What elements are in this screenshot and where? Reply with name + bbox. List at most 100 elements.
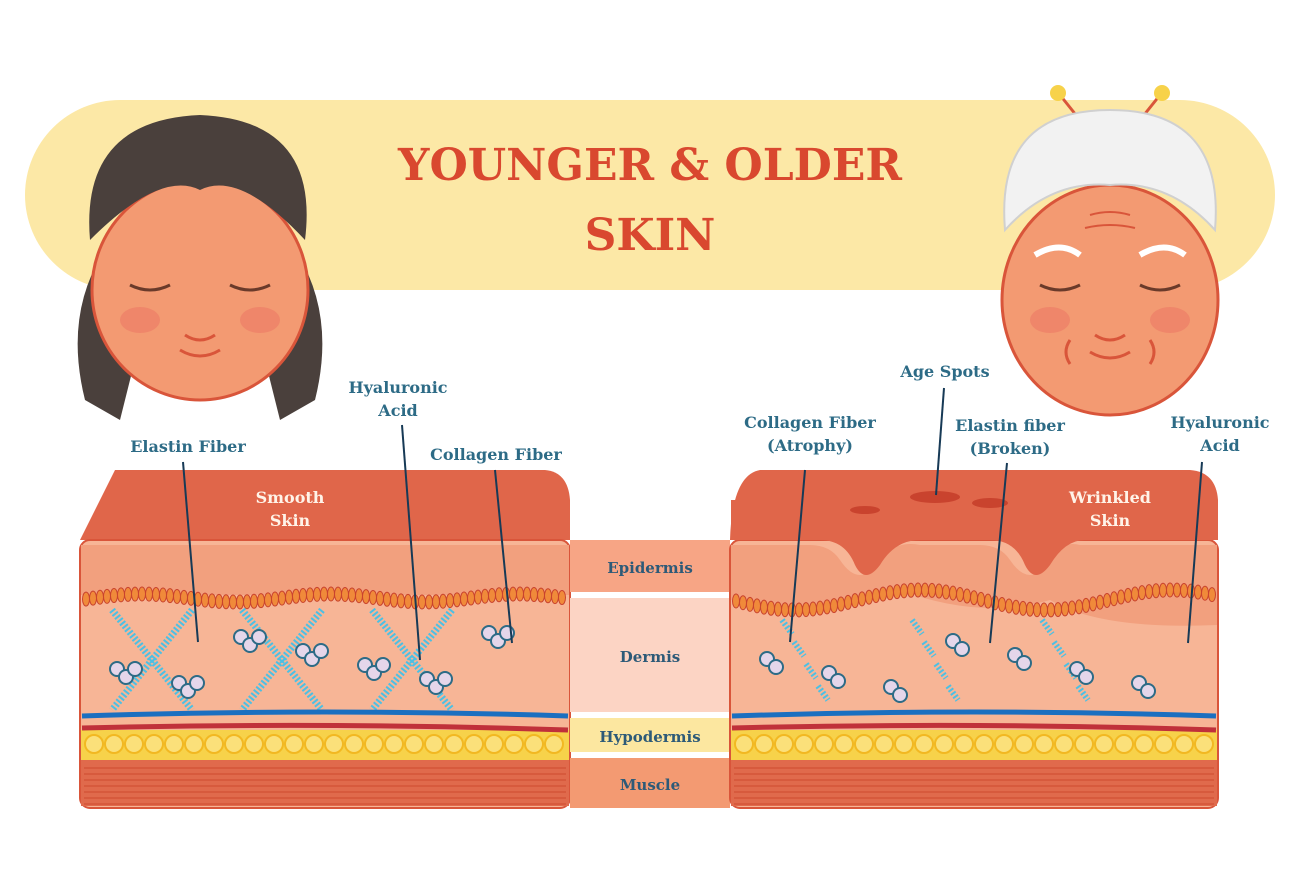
basal-cell	[320, 586, 328, 602]
fat-cell	[144, 734, 164, 754]
basal-cell	[446, 593, 454, 609]
basal-cell	[159, 587, 167, 603]
basal-cell	[1117, 589, 1125, 605]
fat-cell	[324, 734, 344, 754]
callout-collagen-fiber: Collagen Fiber	[430, 445, 562, 464]
basal-cell	[152, 586, 160, 602]
basal-cell	[956, 586, 964, 602]
basal-cell	[879, 586, 887, 602]
basal-cell	[1019, 600, 1027, 616]
basal-cell	[830, 598, 838, 614]
blood-vessel-artery	[81, 722, 569, 733]
basal-cell	[998, 597, 1006, 613]
elastin-fiber	[239, 607, 325, 713]
fat-cell	[284, 734, 304, 754]
hyaluronic-acid-molecule	[437, 671, 453, 687]
basal-cell	[872, 588, 880, 604]
basal-cell	[1005, 598, 1013, 614]
fat-cell	[1074, 734, 1094, 754]
basal-cell	[893, 584, 901, 600]
basal-cell	[760, 599, 768, 615]
basal-cell	[278, 590, 286, 606]
basal-cell	[984, 593, 992, 609]
basal-cell	[935, 583, 943, 599]
basal-cell	[774, 601, 782, 617]
fat-cell	[1034, 734, 1054, 754]
basal-cell	[250, 593, 258, 609]
basal-cell	[942, 584, 950, 600]
fat-cell	[104, 734, 124, 754]
callout-elastin-broken-1: Elastin fiber	[955, 416, 1065, 435]
basal-cell	[243, 594, 251, 610]
hyaluronic-acid-molecule	[954, 641, 970, 657]
fat-cell	[484, 734, 504, 754]
basal-cell	[921, 582, 929, 598]
basal-cell	[208, 593, 216, 609]
basal-cell	[544, 588, 552, 604]
broken-elastin-fiber	[791, 640, 807, 658]
fat-cell	[364, 734, 384, 754]
fat-cell	[1194, 734, 1214, 754]
blood-vessel-artery	[731, 722, 1217, 733]
basal-cell	[1173, 582, 1181, 598]
basal-cell	[418, 594, 426, 610]
layer-muscle: Muscle	[620, 776, 680, 794]
basal-cell	[488, 587, 496, 603]
fat-cell	[424, 734, 444, 754]
basal-cell	[1075, 599, 1083, 615]
layer-epidermis: Epidermis	[607, 559, 693, 577]
basal-cell	[495, 587, 503, 603]
hyaluronic-acid-molecule	[768, 659, 784, 675]
fat-cell	[404, 734, 424, 754]
basal-cell	[977, 591, 985, 607]
elastin-fiber	[369, 607, 455, 713]
layer-dermis: Dermis	[620, 648, 680, 666]
fat-cell	[854, 734, 874, 754]
basal-cell	[460, 591, 468, 607]
fat-cell	[304, 734, 324, 754]
callout-collagen-atrophy-2: (Atrophy)	[767, 436, 853, 455]
basal-cell	[425, 594, 433, 610]
fat-cell	[894, 734, 914, 754]
basal-cell	[1054, 602, 1062, 618]
basal-cell	[1068, 600, 1076, 616]
fat-cell	[344, 734, 364, 754]
callout-hyaluronic-acid-2: Acid	[377, 401, 417, 420]
wrinkled-skin-label-1: Wrinkled	[1068, 488, 1151, 507]
broken-elastin-fiber	[803, 662, 819, 680]
basal-cell	[327, 586, 335, 602]
basal-cell	[131, 586, 139, 602]
fat-cell	[464, 734, 484, 754]
basal-cell	[103, 588, 111, 604]
fat-cell	[814, 734, 834, 754]
smooth-skin-label-1: Smooth	[256, 488, 325, 507]
basal-cell	[1166, 582, 1174, 598]
basal-cell	[1152, 583, 1160, 599]
blood-vessel-vein	[81, 709, 569, 719]
basal-cell	[1208, 587, 1216, 603]
basal-cell	[439, 593, 447, 609]
hyaluronic-acid-molecule	[251, 629, 267, 645]
callout-collagen-atrophy-1: Collagen Fiber	[744, 413, 876, 432]
blood-vessel-vein	[731, 709, 1217, 719]
hyaluronic-acid-molecule	[189, 675, 205, 691]
basal-cell	[1082, 597, 1090, 613]
basal-cell	[264, 592, 272, 608]
basal-cell	[963, 588, 971, 604]
fat-cell	[1154, 734, 1174, 754]
basal-cell	[222, 594, 230, 610]
basal-cell	[886, 585, 894, 601]
basal-cell	[970, 590, 978, 606]
basal-cell	[1061, 601, 1069, 617]
fat-cell	[384, 734, 404, 754]
hyaluronic-acid-molecule	[892, 687, 908, 703]
fat-cell	[124, 734, 144, 754]
title-line-2: SKIN	[585, 210, 716, 261]
fat-cell	[84, 734, 104, 754]
basal-cell	[781, 602, 789, 618]
basal-cell	[802, 602, 810, 618]
fat-cell	[184, 734, 204, 754]
basal-cell	[467, 590, 475, 606]
